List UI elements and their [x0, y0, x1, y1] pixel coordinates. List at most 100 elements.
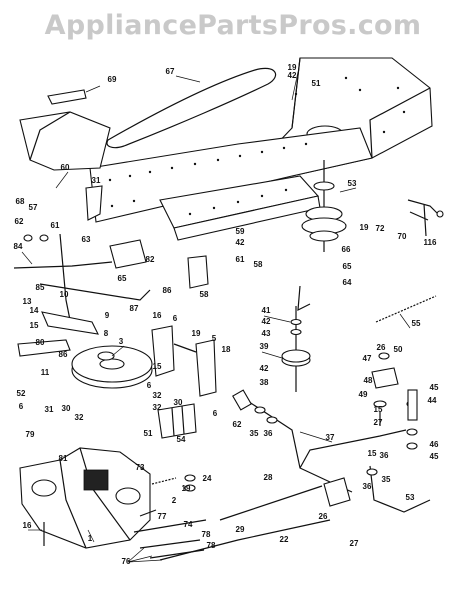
callout-label: 61 [51, 221, 60, 230]
drive-belt [106, 67, 277, 149]
callout-label: 58 [200, 290, 209, 299]
callout-label: 19 [192, 329, 201, 338]
callout-label: 6 [173, 314, 178, 323]
callout-label: 42 [236, 238, 245, 247]
leader-lines [21, 71, 411, 543]
callout-label: 31 [45, 405, 54, 414]
bracket-31 [85, 185, 103, 221]
callout-label: 36 [363, 482, 372, 491]
callout-label: 53 [406, 493, 415, 502]
callout-label: 38 [260, 378, 269, 387]
callout-label: 48 [364, 376, 373, 385]
callout-label: 18 [222, 345, 231, 354]
callout-label: 39 [260, 342, 269, 351]
callout-label: 42 [288, 71, 297, 80]
callout-label: 26 [319, 512, 328, 521]
callout-label: 26 [377, 343, 386, 352]
callout-label: 1 [88, 534, 93, 543]
callout-label: 51 [312, 79, 321, 88]
idler-pulley [281, 285, 311, 392]
callout-label: 52 [17, 389, 26, 398]
callout-label: 84 [14, 242, 23, 251]
spring-55 [375, 295, 437, 323]
hood-bracket [47, 89, 87, 105]
callout-label: 78 [207, 541, 216, 550]
callout-label: 82 [146, 255, 155, 264]
front-frame [19, 111, 111, 171]
callout-label: 19 [288, 63, 297, 72]
callout-label: 57 [29, 203, 38, 212]
callout-label: 36 [380, 451, 389, 460]
watermark-text: AppliancePartsPros.com [44, 10, 422, 41]
frame-upper [89, 57, 433, 241]
callout-label: 85 [36, 283, 45, 292]
callout-label: 62 [233, 420, 242, 429]
callout-label: 44 [428, 396, 437, 405]
callout-label: 74 [184, 520, 193, 529]
callout-label: 86 [163, 286, 172, 295]
callout-label: 87 [130, 304, 139, 313]
callout-label: 70 [398, 232, 407, 241]
callout-label: 35 [382, 475, 391, 484]
callout-label: 78 [202, 530, 211, 539]
callout-label: 54 [177, 435, 186, 444]
callout-label: 2 [172, 496, 177, 505]
spring-73 [151, 477, 177, 485]
callout-label: 77 [158, 512, 167, 521]
callout-label: 6 [19, 402, 24, 411]
callout-label: 16 [153, 311, 162, 320]
callout-label: 15 [153, 362, 162, 371]
callout-label: 65 [118, 274, 127, 283]
callout-label: 80 [36, 338, 45, 347]
lower-linkage [133, 519, 207, 559]
bracket-58 [187, 255, 209, 289]
callout-label: 42 [260, 364, 269, 373]
callout-label: 11 [41, 368, 50, 377]
callout-label: 60 [61, 163, 70, 172]
callout-label: 27 [374, 418, 383, 427]
callout-label: 28 [264, 473, 273, 482]
shift-linkage [13, 233, 151, 357]
callout-label: 32 [153, 391, 162, 400]
callout-label: 79 [26, 430, 35, 439]
callout-label: 24 [203, 474, 212, 483]
callout-label: 42 [262, 317, 271, 326]
callout-label: 63 [82, 235, 91, 244]
callout-label: 36 [264, 429, 273, 438]
callout-label: 13 [23, 297, 32, 306]
callout-label: 49 [359, 390, 368, 399]
bracket-63 [109, 239, 147, 269]
rod-22 [159, 519, 331, 561]
callout-label: 66 [342, 245, 351, 254]
callout-label: 50 [394, 345, 403, 354]
callout-label: 73 [136, 463, 145, 472]
callout-label: 46 [430, 440, 439, 449]
callout-label: 27 [350, 539, 359, 548]
callout-label: 76 [122, 557, 131, 566]
callout-label: 116 [424, 238, 437, 247]
callout-label: 8 [104, 329, 109, 338]
clutch-bracket-right [195, 339, 217, 397]
callout-label: 59 [236, 227, 245, 236]
callout-label: 6 [213, 409, 218, 418]
callout-label: 64 [343, 278, 352, 287]
callout-label: 81 [59, 454, 68, 463]
rod-53 [369, 465, 431, 513]
callout-label: 65 [343, 262, 352, 271]
callout-label: 69 [108, 75, 117, 84]
transmission-pulley [71, 345, 153, 389]
callout-label: 19 [360, 223, 369, 232]
idler-arm [407, 199, 441, 237]
callout-label: 32 [153, 403, 162, 412]
bracket-32 [157, 403, 197, 439]
callout-label: 72 [376, 224, 385, 233]
callout-label: 15 [30, 321, 39, 330]
callout-label: 5 [212, 334, 217, 343]
callout-label: 14 [30, 306, 39, 315]
rod-28 [219, 485, 323, 521]
callout-label: 45 [430, 452, 439, 461]
callout-label: 37 [326, 433, 335, 442]
callout-label: 10 [60, 290, 69, 299]
